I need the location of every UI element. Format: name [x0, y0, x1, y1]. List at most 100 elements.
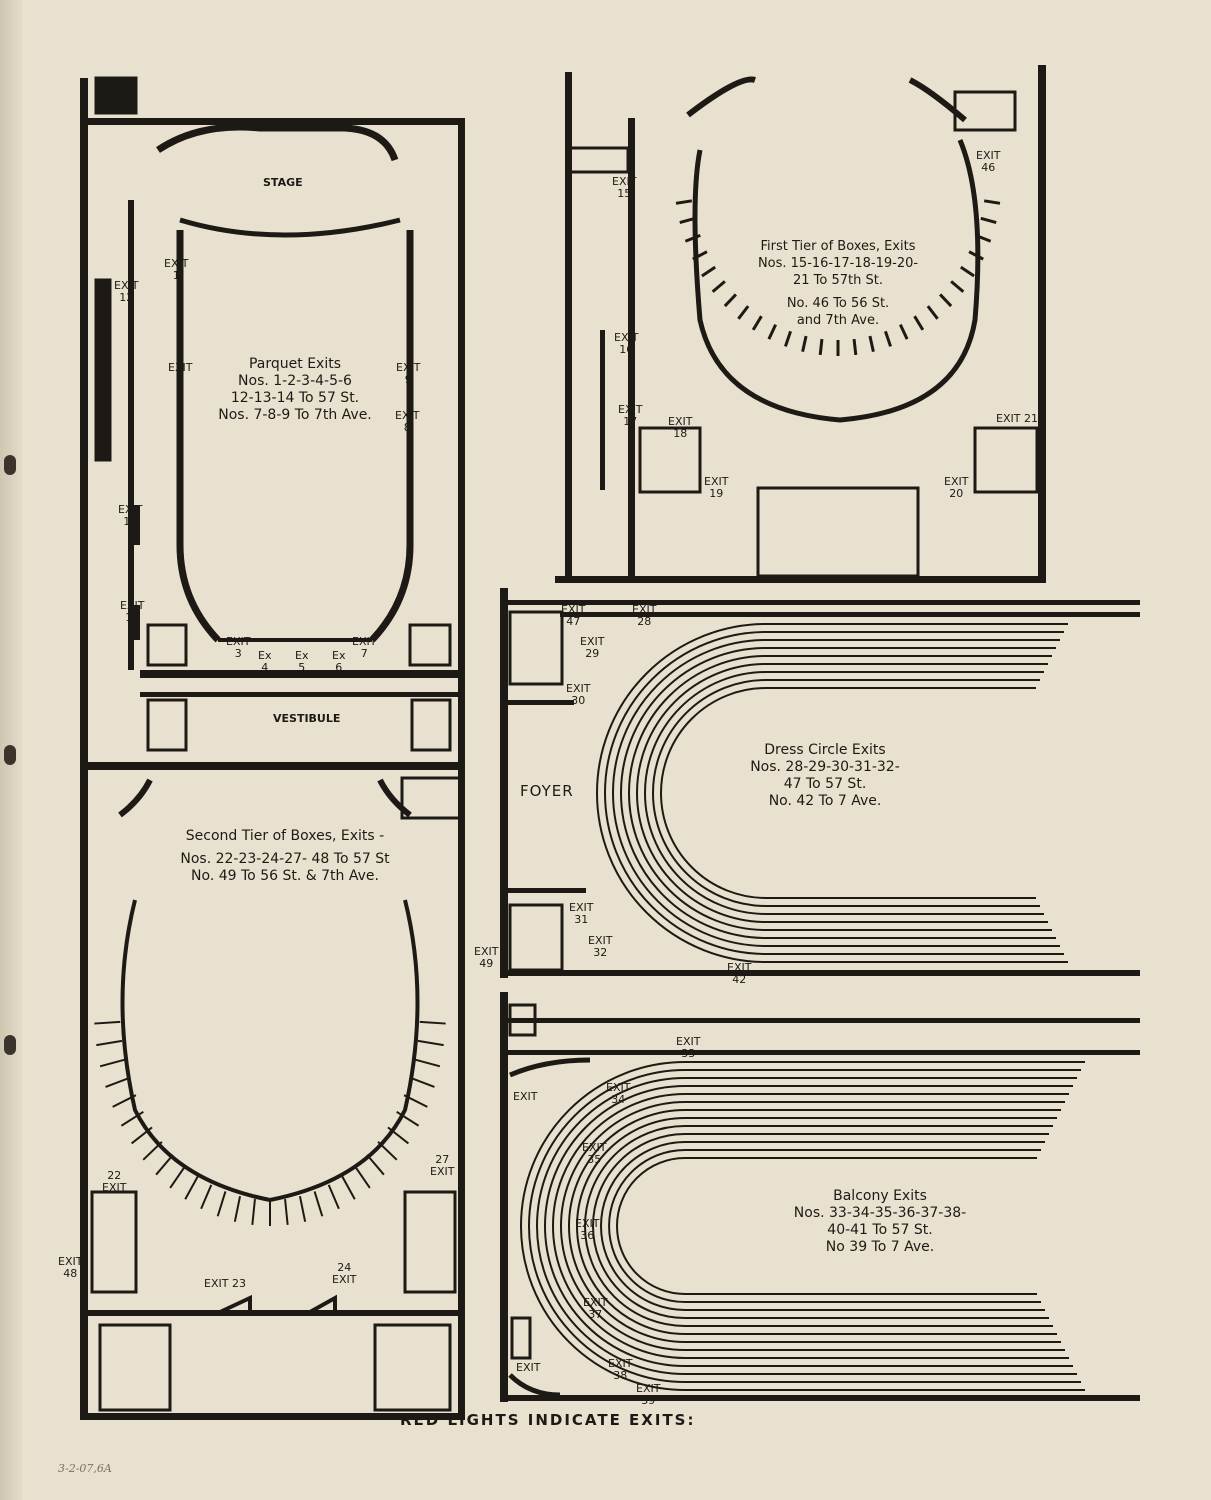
seat-row-mark [377, 1141, 398, 1161]
seat-row-mark [913, 315, 925, 331]
section-first-tier: First Tier of Boxes, Exits Nos. 15-16-17… [728, 238, 948, 329]
aisle-track [528, 1069, 1081, 1383]
seat-row-mark [94, 1020, 121, 1025]
exit-27-label: 27 EXIT [430, 1153, 455, 1178]
seat-row-mark [679, 216, 696, 224]
section-line: and 7th Ave. [796, 313, 880, 328]
seat-row-mark [298, 1195, 307, 1222]
parquet-plan [80, 76, 465, 770]
section-line: No. 42 To 7 Ave. [768, 793, 882, 809]
exit-1-label: EXIT 1 [164, 257, 189, 282]
seat-row-mark [233, 1195, 242, 1222]
seat-row-mark [684, 233, 701, 243]
exit-36-label: EXIT 36 [575, 1217, 600, 1242]
seat-row-mark [284, 1198, 289, 1226]
exit-16-label: EXIT 16 [614, 331, 639, 356]
curved-aisle-lines [520, 623, 1085, 1391]
section-line: No. 46 To 56 St. [786, 296, 890, 311]
exit-33-label: EXIT 33 [676, 1035, 701, 1060]
seat-row-mark [884, 330, 892, 347]
seat-row-mark [767, 324, 777, 340]
section-line: 47 To 57 St. [783, 776, 867, 792]
exit-42-label: EXIT 42 [727, 961, 752, 986]
exit-12-label: EXIT 12 [114, 279, 139, 304]
exit-28-label: EXIT 28 [632, 603, 657, 628]
seat-row-mark [419, 1020, 446, 1025]
seat-row-mark [692, 250, 708, 261]
seat-row-mark [184, 1176, 199, 1200]
exit-49-label: EXIT 49 [474, 945, 499, 970]
section-line: Nos. 15-16-17-18-19-20- [757, 256, 919, 271]
section-line: No. 49 To 56 St. & 7th Ave. [191, 868, 379, 884]
seat-row-mark [396, 1110, 420, 1127]
exit-22-label: 22 EXIT [102, 1169, 127, 1194]
exit-8-label: EXIT 8 [395, 409, 420, 434]
seat-row-mark [675, 199, 693, 205]
seat-row-mark [701, 265, 717, 278]
seat-row-mark [130, 1126, 153, 1145]
aisle-track [600, 1141, 1045, 1311]
seat-row-mark [926, 305, 939, 320]
seat-row-mark [980, 216, 997, 224]
exit-14-label: EXIT 14 [120, 599, 145, 624]
seat-row-mark [983, 199, 1001, 205]
aisle-track [608, 1149, 1041, 1303]
exit-balcony-lower-label: EXIT [516, 1361, 541, 1374]
exit-9-label: EXIT 9 [396, 361, 421, 386]
seat-row-mark [142, 1141, 163, 1161]
exit-37-label: EXIT 37 [583, 1296, 608, 1321]
exit-24-label: 24 EXIT [332, 1261, 357, 1286]
seat-row-mark [99, 1058, 126, 1068]
seat-row-mark [818, 338, 824, 356]
exit-47-label: EXIT 47 [561, 603, 586, 628]
aisle-track [584, 1125, 1053, 1327]
aisle-track [568, 1109, 1061, 1343]
exit-6-label: Ex 6 [332, 649, 346, 674]
section-line: Nos. 22-23-24-27- 48 To 57 St [180, 851, 390, 867]
seat-row-mark [327, 1184, 340, 1210]
aisle-track [596, 623, 1068, 963]
section-title: Parquet Exits [248, 356, 342, 372]
seat-row-mark [366, 1154, 385, 1176]
aisle-track [636, 663, 1048, 923]
section-dress-circle: Dress Circle Exits Nos. 28-29-30-31-32- … [715, 742, 935, 810]
seat-row-mark [868, 335, 875, 353]
section-line: Nos. 7-8-9 To 7th Ave. [218, 407, 372, 423]
room-vestibule: VESTIBULE [273, 712, 341, 725]
section-title: First Tier of Boxes, Exits [760, 239, 916, 254]
section-title: Balcony Exits [833, 1188, 927, 1204]
aisle-track [620, 647, 1056, 939]
aisle-track [660, 687, 1036, 899]
seat-row-mark [711, 280, 726, 293]
seat-row-mark [414, 1058, 441, 1068]
exit-15-label: EXIT 15 [612, 175, 637, 200]
balcony-plan [500, 992, 1140, 1402]
exit-5-label: Ex 5 [295, 649, 309, 674]
aisle-track [616, 1157, 1037, 1295]
seat-row-mark [975, 233, 992, 243]
section-line: 12-13-14 To 57 St. [230, 390, 360, 406]
exit-32-label: EXIT 32 [588, 934, 613, 959]
section-line: No 39 To 7 Ave. [825, 1239, 935, 1255]
seat-row-mark [968, 250, 984, 261]
seat-row-mark [105, 1076, 131, 1088]
footer-caption: RED LIGHTS INDICATE EXITS: [400, 1411, 696, 1429]
section-line: Nos. 33-34-35-36-37-38- [793, 1205, 967, 1221]
binding-hole [4, 745, 16, 765]
section-title: Second Tier of Boxes, Exits - [185, 828, 385, 844]
seat-row-mark [96, 1039, 123, 1047]
seat-row-mark [852, 338, 858, 356]
seat-row-mark [387, 1126, 410, 1145]
aisle-track [552, 1093, 1069, 1359]
exit-39-label: EXIT 39 [636, 1382, 661, 1407]
section-title: Dress Circle Exits [764, 742, 886, 758]
section-line: Nos. 1-2-3-4-5-6 [238, 373, 352, 389]
aisle-track [544, 1085, 1073, 1367]
section-balcony: Balcony Exits Nos. 33-34-35-36-37-38- 40… [760, 1188, 1000, 1256]
seat-row-mark [409, 1076, 435, 1088]
seat-row-mark [723, 293, 737, 308]
aisle-track [536, 1077, 1077, 1375]
seat-row-mark [251, 1198, 256, 1226]
aisle-track [604, 631, 1064, 955]
seat-row-mark [801, 335, 808, 353]
